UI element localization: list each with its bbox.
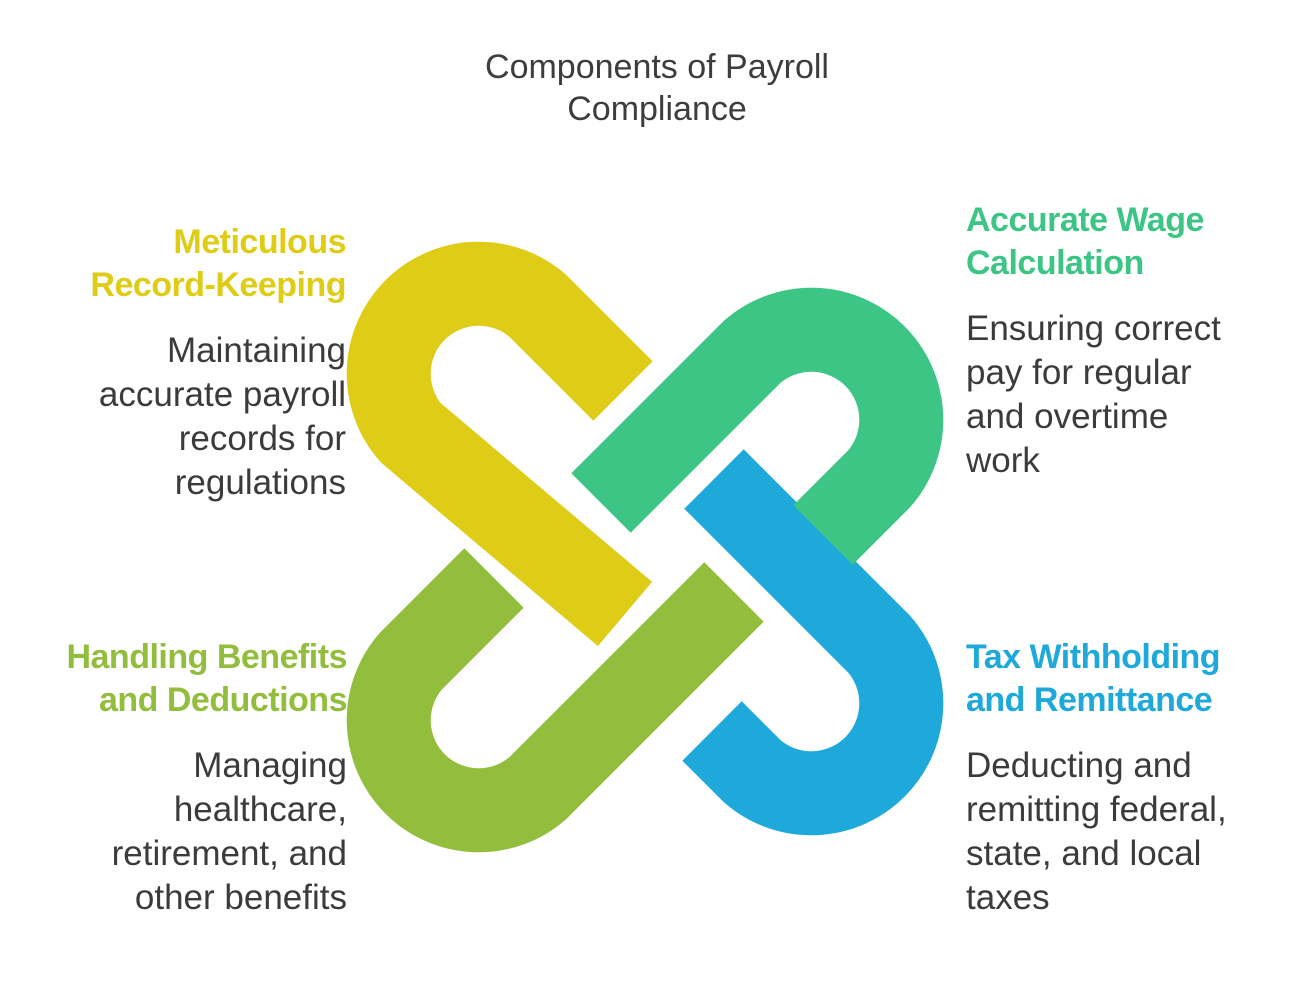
- item-description: Managing healthcare, retirement, and oth…: [111, 746, 347, 917]
- item-description: Maintaining accurate payroll records for…: [98, 331, 346, 502]
- item-record-keeping: Meticulous Record-Keeping Maintaining ac…: [40, 221, 346, 505]
- knot-loop-blue: [682, 449, 944, 836]
- item-heading: Tax Withholding and Remittance: [966, 638, 1221, 719]
- item-description: Ensuring correct pay for regular and ove…: [966, 309, 1221, 480]
- knot-loop-green: [571, 287, 944, 565]
- knot-loop-lime: [346, 548, 764, 853]
- knot-loop-yellow: [346, 241, 653, 647]
- item-benefits-deductions: Handling Benefits and Deductions Managin…: [20, 636, 347, 920]
- item-wage-calculation: Accurate Wage Calculation Ensuring corre…: [966, 199, 1266, 483]
- diagram-title: Components of Payroll Compliance: [0, 46, 1314, 130]
- item-description: Deducting and remitting federal, state, …: [966, 746, 1227, 917]
- item-heading: Accurate Wage Calculation: [966, 201, 1204, 282]
- title-line-1: Components of Payroll: [485, 48, 829, 86]
- title-line-2: Compliance: [567, 90, 747, 128]
- item-tax-withholding: Tax Withholding and Remittance Deducting…: [966, 636, 1266, 920]
- item-heading: Meticulous Record-Keeping: [90, 223, 346, 304]
- item-heading: Handling Benefits and Deductions: [66, 638, 347, 719]
